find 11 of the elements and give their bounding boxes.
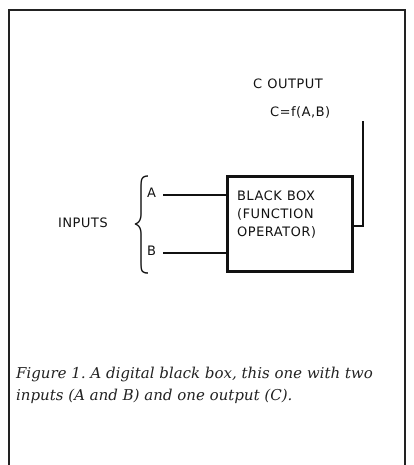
group-label: INPUTS — [58, 216, 108, 231]
connector-line — [163, 252, 226, 254]
figure-caption: Figure 1. A digital black box, this one with two inputs (A and B) and one output (C). — [16, 363, 374, 406]
box-label: BLACK BOX (FUNCTION OPERATOR) — [237, 188, 318, 242]
output-label: C OUTPUT — [252, 77, 324, 92]
input-label: A — [147, 186, 158, 201]
input-label: B — [147, 244, 158, 259]
output-formula: C=f(A,B) — [269, 105, 331, 120]
connector-line — [163, 194, 226, 196]
connector-line — [354, 121, 364, 227]
function-box — [226, 175, 354, 273]
